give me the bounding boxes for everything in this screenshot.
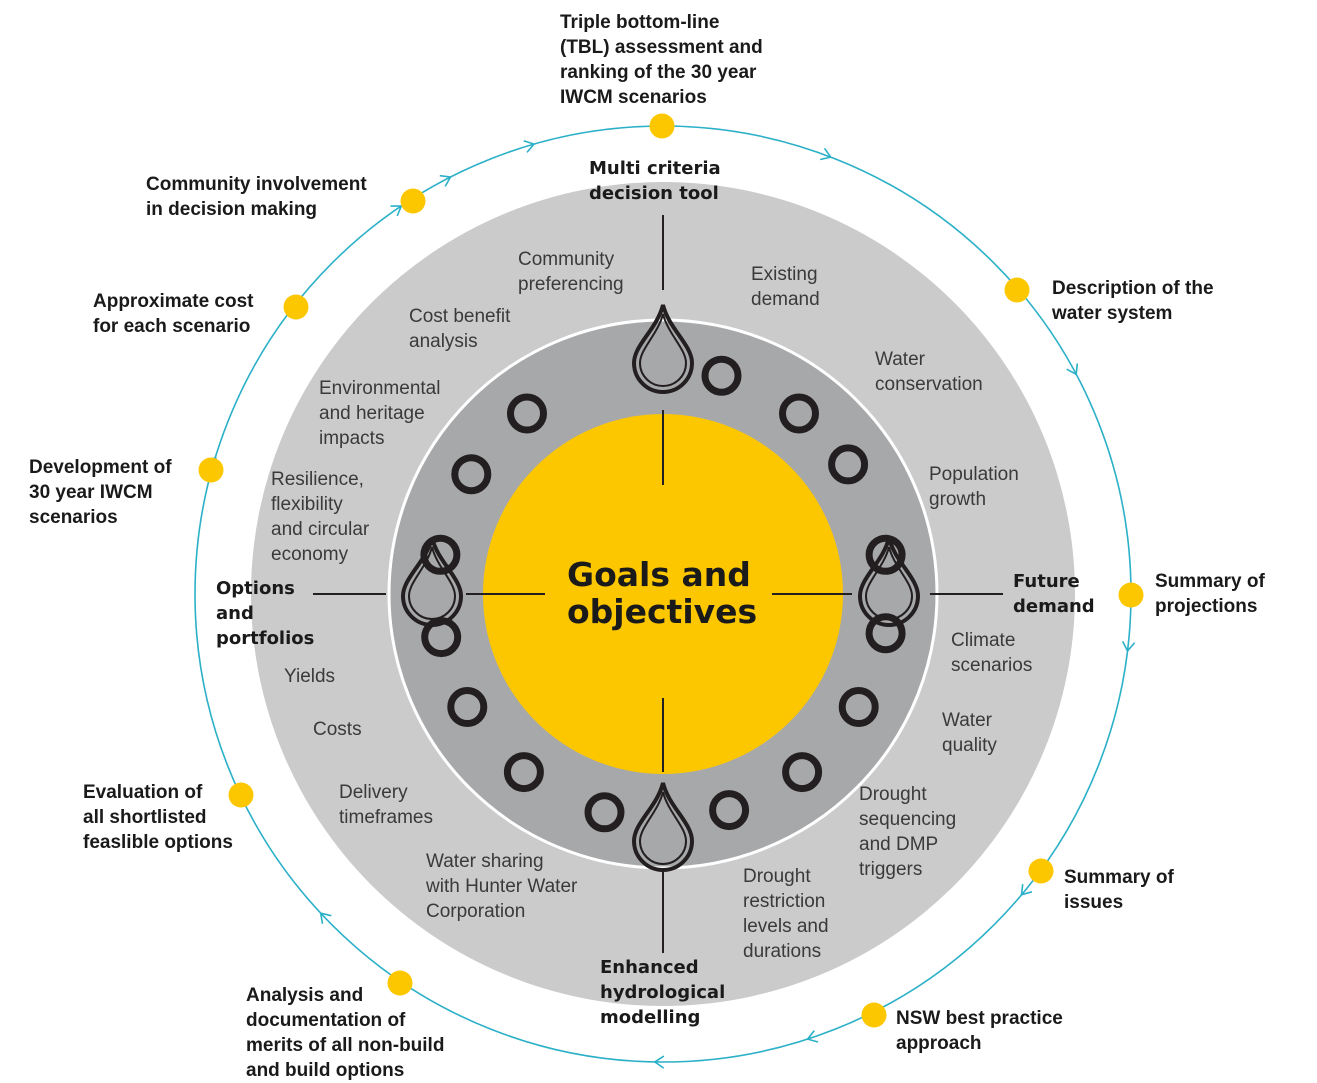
cycle-step-label: Analysis and documentation of merits of … bbox=[246, 985, 445, 1081]
drop-icons bbox=[400, 304, 921, 872]
step-dot-icon bbox=[198, 457, 224, 483]
cycle-arrow-icon bbox=[1020, 884, 1033, 896]
cycle-step-label: Development of 30 year IWCM scenarios bbox=[29, 457, 172, 528]
cycle-step-label: Summary of issues bbox=[1064, 867, 1174, 913]
step-dot-icon bbox=[387, 970, 413, 996]
cycle-step-label: Triple bottom-line (TBL) assessment and … bbox=[560, 12, 763, 108]
step-dot-icon bbox=[283, 294, 309, 320]
water-drop-icon bbox=[638, 791, 688, 865]
axis-label-left: Options and portfolios bbox=[216, 578, 315, 649]
water-drop-icon bbox=[407, 546, 457, 620]
cycle-arrow-icon bbox=[820, 147, 833, 161]
water-drop-icon bbox=[857, 537, 921, 627]
inner-label: Delivery timeframes bbox=[339, 782, 433, 828]
water-drop-icon bbox=[631, 782, 695, 872]
ring-marker-icon bbox=[421, 617, 462, 658]
cycle-arrow-icon bbox=[439, 174, 452, 187]
cycle-arrow-icon bbox=[806, 1030, 819, 1043]
ring-marker-icon bbox=[865, 534, 906, 575]
cycle-arrow-icon bbox=[653, 1055, 665, 1069]
inner-label: Cost benefit analysis bbox=[409, 306, 511, 352]
step-dot-icon bbox=[228, 782, 254, 808]
cycle-step-label: Summary of projections bbox=[1155, 571, 1265, 617]
axis-label-right: Future demand bbox=[1013, 571, 1095, 617]
water-drop-icon bbox=[631, 304, 695, 394]
water-drop-icon bbox=[864, 546, 914, 620]
connector-lines bbox=[313, 215, 1003, 953]
inner-label: Climate scenarios bbox=[951, 630, 1033, 676]
step-dots bbox=[198, 113, 1144, 1028]
cycle-arrow-icon bbox=[1121, 641, 1136, 653]
ring-marker-icon bbox=[865, 613, 906, 654]
ring-marker-icon bbox=[838, 687, 879, 727]
cycle-step-label: Description of the water system bbox=[1052, 278, 1214, 324]
water-drop-icon bbox=[400, 537, 464, 627]
ring-markers bbox=[420, 355, 906, 833]
center-disc bbox=[483, 414, 843, 774]
axis-label-bottom: Enhanced hydrological modelling bbox=[600, 957, 726, 1028]
inner-label: Water sharing with Hunter Water Corporat… bbox=[426, 851, 578, 922]
inner-label: Resilience, flexibility and circular eco… bbox=[271, 469, 370, 565]
inner-label: Community preferencing bbox=[518, 249, 624, 295]
inner-label: Drought restriction levels and durations bbox=[743, 866, 829, 962]
ring-marker-icon bbox=[503, 752, 544, 793]
ring-marker-icon bbox=[447, 687, 488, 727]
cycle-arrow-icon bbox=[319, 912, 332, 924]
step-dot-icon bbox=[400, 188, 426, 214]
ring-marker-icon bbox=[451, 454, 492, 495]
inner-label: Drought sequencing and DMP triggers bbox=[859, 784, 957, 880]
cycle-arrow-icon bbox=[390, 205, 403, 217]
inner-label: Environmental and heritage impacts bbox=[319, 378, 441, 449]
inner-label: Existing demand bbox=[751, 264, 820, 310]
inner-label: Yields bbox=[284, 666, 336, 687]
ring-marker-icon bbox=[779, 393, 819, 434]
cycle-step-label: Approximate cost for each scenario bbox=[93, 291, 254, 337]
step-dot-icon bbox=[1004, 277, 1030, 303]
inner-label: Water quality bbox=[942, 710, 997, 756]
inner-label: Population growth bbox=[929, 464, 1019, 510]
inner-label: Water conservation bbox=[875, 349, 983, 395]
ring-marker-icon bbox=[701, 355, 742, 396]
axis-label-top: Multi criteria decision tool bbox=[589, 158, 721, 204]
cycle-arrow-icon bbox=[523, 140, 536, 153]
step-dot-icon bbox=[1118, 582, 1144, 608]
cycle-arrow-icon bbox=[1066, 363, 1079, 376]
step-dot-icon bbox=[861, 1002, 887, 1028]
cycle-step-label: Evaluation of all shortlisted feaslible … bbox=[83, 782, 233, 853]
ring-marker-icon bbox=[782, 752, 823, 793]
ring-marker-icon bbox=[828, 444, 869, 485]
ring-marker-icon bbox=[709, 790, 750, 831]
cycle-step-label: NSW best practice approach bbox=[896, 1008, 1063, 1054]
ring-marker-icon bbox=[507, 393, 547, 434]
step-dot-icon bbox=[649, 113, 675, 139]
inner-label: Costs bbox=[313, 719, 362, 740]
step-dot-icon bbox=[1028, 858, 1054, 884]
ring-marker-icon bbox=[584, 792, 625, 833]
water-drop-icon bbox=[638, 313, 688, 387]
cycle-step-label: Community involvement in decision making bbox=[146, 174, 367, 220]
center-title: Goals and objectives bbox=[567, 555, 758, 631]
